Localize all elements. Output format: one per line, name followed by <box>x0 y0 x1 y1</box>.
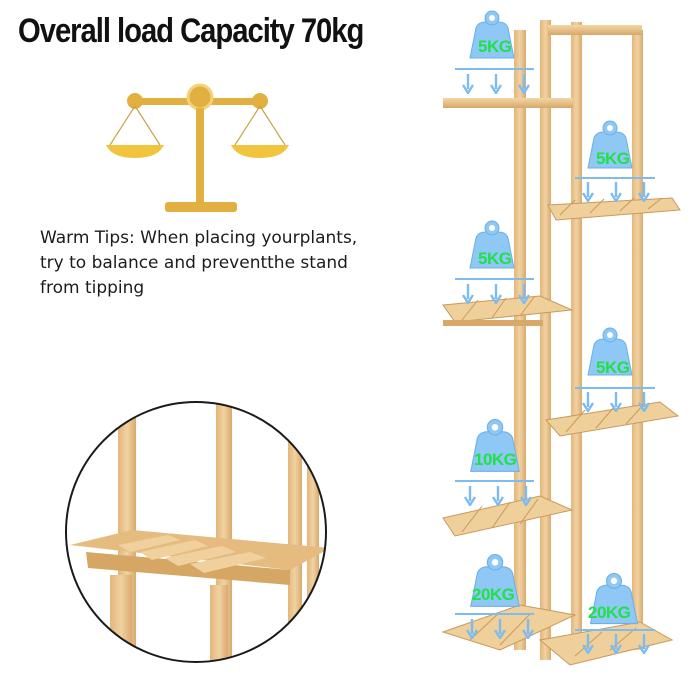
shelf-3 <box>442 295 574 326</box>
weight-label-1: 5KG <box>478 37 512 56</box>
weight-label-5: 10KG <box>474 450 517 469</box>
balance-scale-icon <box>106 83 289 212</box>
weight-marker-7: 20KG <box>575 572 655 654</box>
weight-marker-3: 5KG <box>455 220 534 304</box>
weight-marker-4: 5KG <box>575 327 655 412</box>
shelf-1 <box>443 98 573 108</box>
weight-label-2: 5KG <box>596 149 630 168</box>
weight-marker-2: 5KG <box>575 120 655 202</box>
shelf-5 <box>442 495 574 537</box>
weight-label-3: 5KG <box>478 249 512 268</box>
weight-marker-5: 10KG <box>455 418 534 506</box>
tips-line-2: try to balance and preventthe stand <box>40 253 348 273</box>
detail-zoom-circle <box>65 401 327 663</box>
weight-marker-1: 5KG <box>455 10 534 94</box>
weight-marker-6: 20KG <box>455 553 534 639</box>
shelf-4 <box>545 401 680 437</box>
weight-label-6: 20KG <box>472 585 515 604</box>
warm-tips-text: Warm Tips: When placing yourplants, try … <box>40 226 400 301</box>
weight-label-4: 5KG <box>596 358 630 377</box>
tips-line-3: from tipping <box>40 278 145 298</box>
shelf-2 <box>547 197 681 221</box>
tips-line-1: Warm Tips: When placing yourplants, <box>40 228 358 248</box>
plant-stand <box>441 20 681 666</box>
page-title: Overall load Capacity 70kg <box>18 12 364 50</box>
weight-label-7: 20KG <box>588 603 631 622</box>
